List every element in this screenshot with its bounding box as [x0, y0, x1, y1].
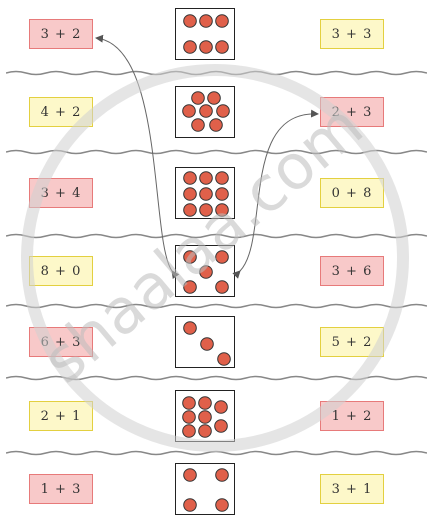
right-expression-box[interactable]: 5 + 2	[320, 327, 384, 357]
right-expression-box[interactable]: 0 + 8	[320, 178, 384, 208]
row-divider	[6, 149, 427, 155]
row-divider	[6, 70, 427, 76]
dot	[217, 352, 231, 366]
dot-card[interactable]	[175, 167, 235, 219]
row-divider	[6, 450, 427, 456]
row-divider	[6, 303, 427, 309]
dot	[182, 424, 196, 438]
match-row: 6 + 3 5 + 2	[0, 313, 433, 383]
dot	[199, 265, 213, 279]
right-expression-box[interactable]: 1 + 2	[320, 401, 384, 431]
match-row: 3 + 4 0 + 8	[0, 164, 433, 234]
dot	[215, 187, 229, 201]
match-row: 8 + 0 3 + 6	[0, 242, 433, 312]
dot	[182, 396, 196, 410]
match-row: 2 + 1 1 + 2	[0, 387, 433, 457]
dot	[216, 104, 230, 118]
dot	[183, 40, 197, 54]
left-expression-box[interactable]: 2 + 1	[29, 401, 93, 431]
dot	[183, 14, 197, 28]
dot	[199, 203, 213, 217]
right-expression-box[interactable]: 3 + 6	[320, 256, 384, 286]
dot	[183, 321, 197, 335]
dot	[198, 396, 212, 410]
dot	[215, 203, 229, 217]
match-row: 1 + 3 3 + 1	[0, 460, 433, 530]
dot-card[interactable]	[175, 86, 235, 138]
left-expression-box[interactable]: 3 + 4	[29, 178, 93, 208]
left-expression-box[interactable]: 1 + 3	[29, 474, 93, 504]
dot	[183, 187, 197, 201]
dot	[191, 118, 205, 132]
dot	[183, 250, 197, 264]
dot	[215, 40, 229, 54]
dot	[183, 468, 197, 482]
dot	[183, 171, 197, 185]
dot	[199, 40, 213, 54]
dot-card[interactable]	[175, 390, 235, 442]
row-divider	[6, 375, 427, 381]
dot	[215, 171, 229, 185]
right-expression-box[interactable]: 3 + 3	[320, 19, 384, 49]
dot	[199, 104, 213, 118]
dot	[182, 104, 196, 118]
dot	[198, 424, 212, 438]
left-expression-box[interactable]: 8 + 0	[29, 256, 93, 286]
dot	[215, 280, 229, 294]
dot	[215, 468, 229, 482]
match-row: 4 + 2 2 + 3	[0, 83, 433, 153]
dot-card[interactable]	[175, 245, 235, 297]
dot	[214, 419, 228, 433]
dot	[183, 203, 197, 217]
dot	[183, 280, 197, 294]
dot	[182, 410, 196, 424]
left-expression-box[interactable]: 3 + 2	[29, 19, 93, 49]
row-divider	[6, 233, 427, 239]
dot	[183, 498, 197, 512]
left-expression-box[interactable]: 6 + 3	[29, 327, 93, 357]
right-expression-box[interactable]: 2 + 3	[320, 97, 384, 127]
dot	[198, 410, 212, 424]
dot	[200, 337, 214, 351]
dot	[209, 118, 223, 132]
right-expression-box[interactable]: 3 + 1	[320, 474, 384, 504]
dot	[199, 187, 213, 201]
match-row: 3 + 2 3 + 3	[0, 5, 433, 75]
dot	[215, 250, 229, 264]
dot	[215, 14, 229, 28]
dot	[191, 91, 205, 105]
dot-card[interactable]	[175, 8, 235, 60]
dot	[215, 498, 229, 512]
dot	[207, 91, 221, 105]
dot	[199, 171, 213, 185]
dot-card[interactable]	[175, 463, 235, 515]
dot	[199, 14, 213, 28]
left-expression-box[interactable]: 4 + 2	[29, 97, 93, 127]
dot-card[interactable]	[175, 316, 235, 368]
dot	[214, 400, 228, 414]
